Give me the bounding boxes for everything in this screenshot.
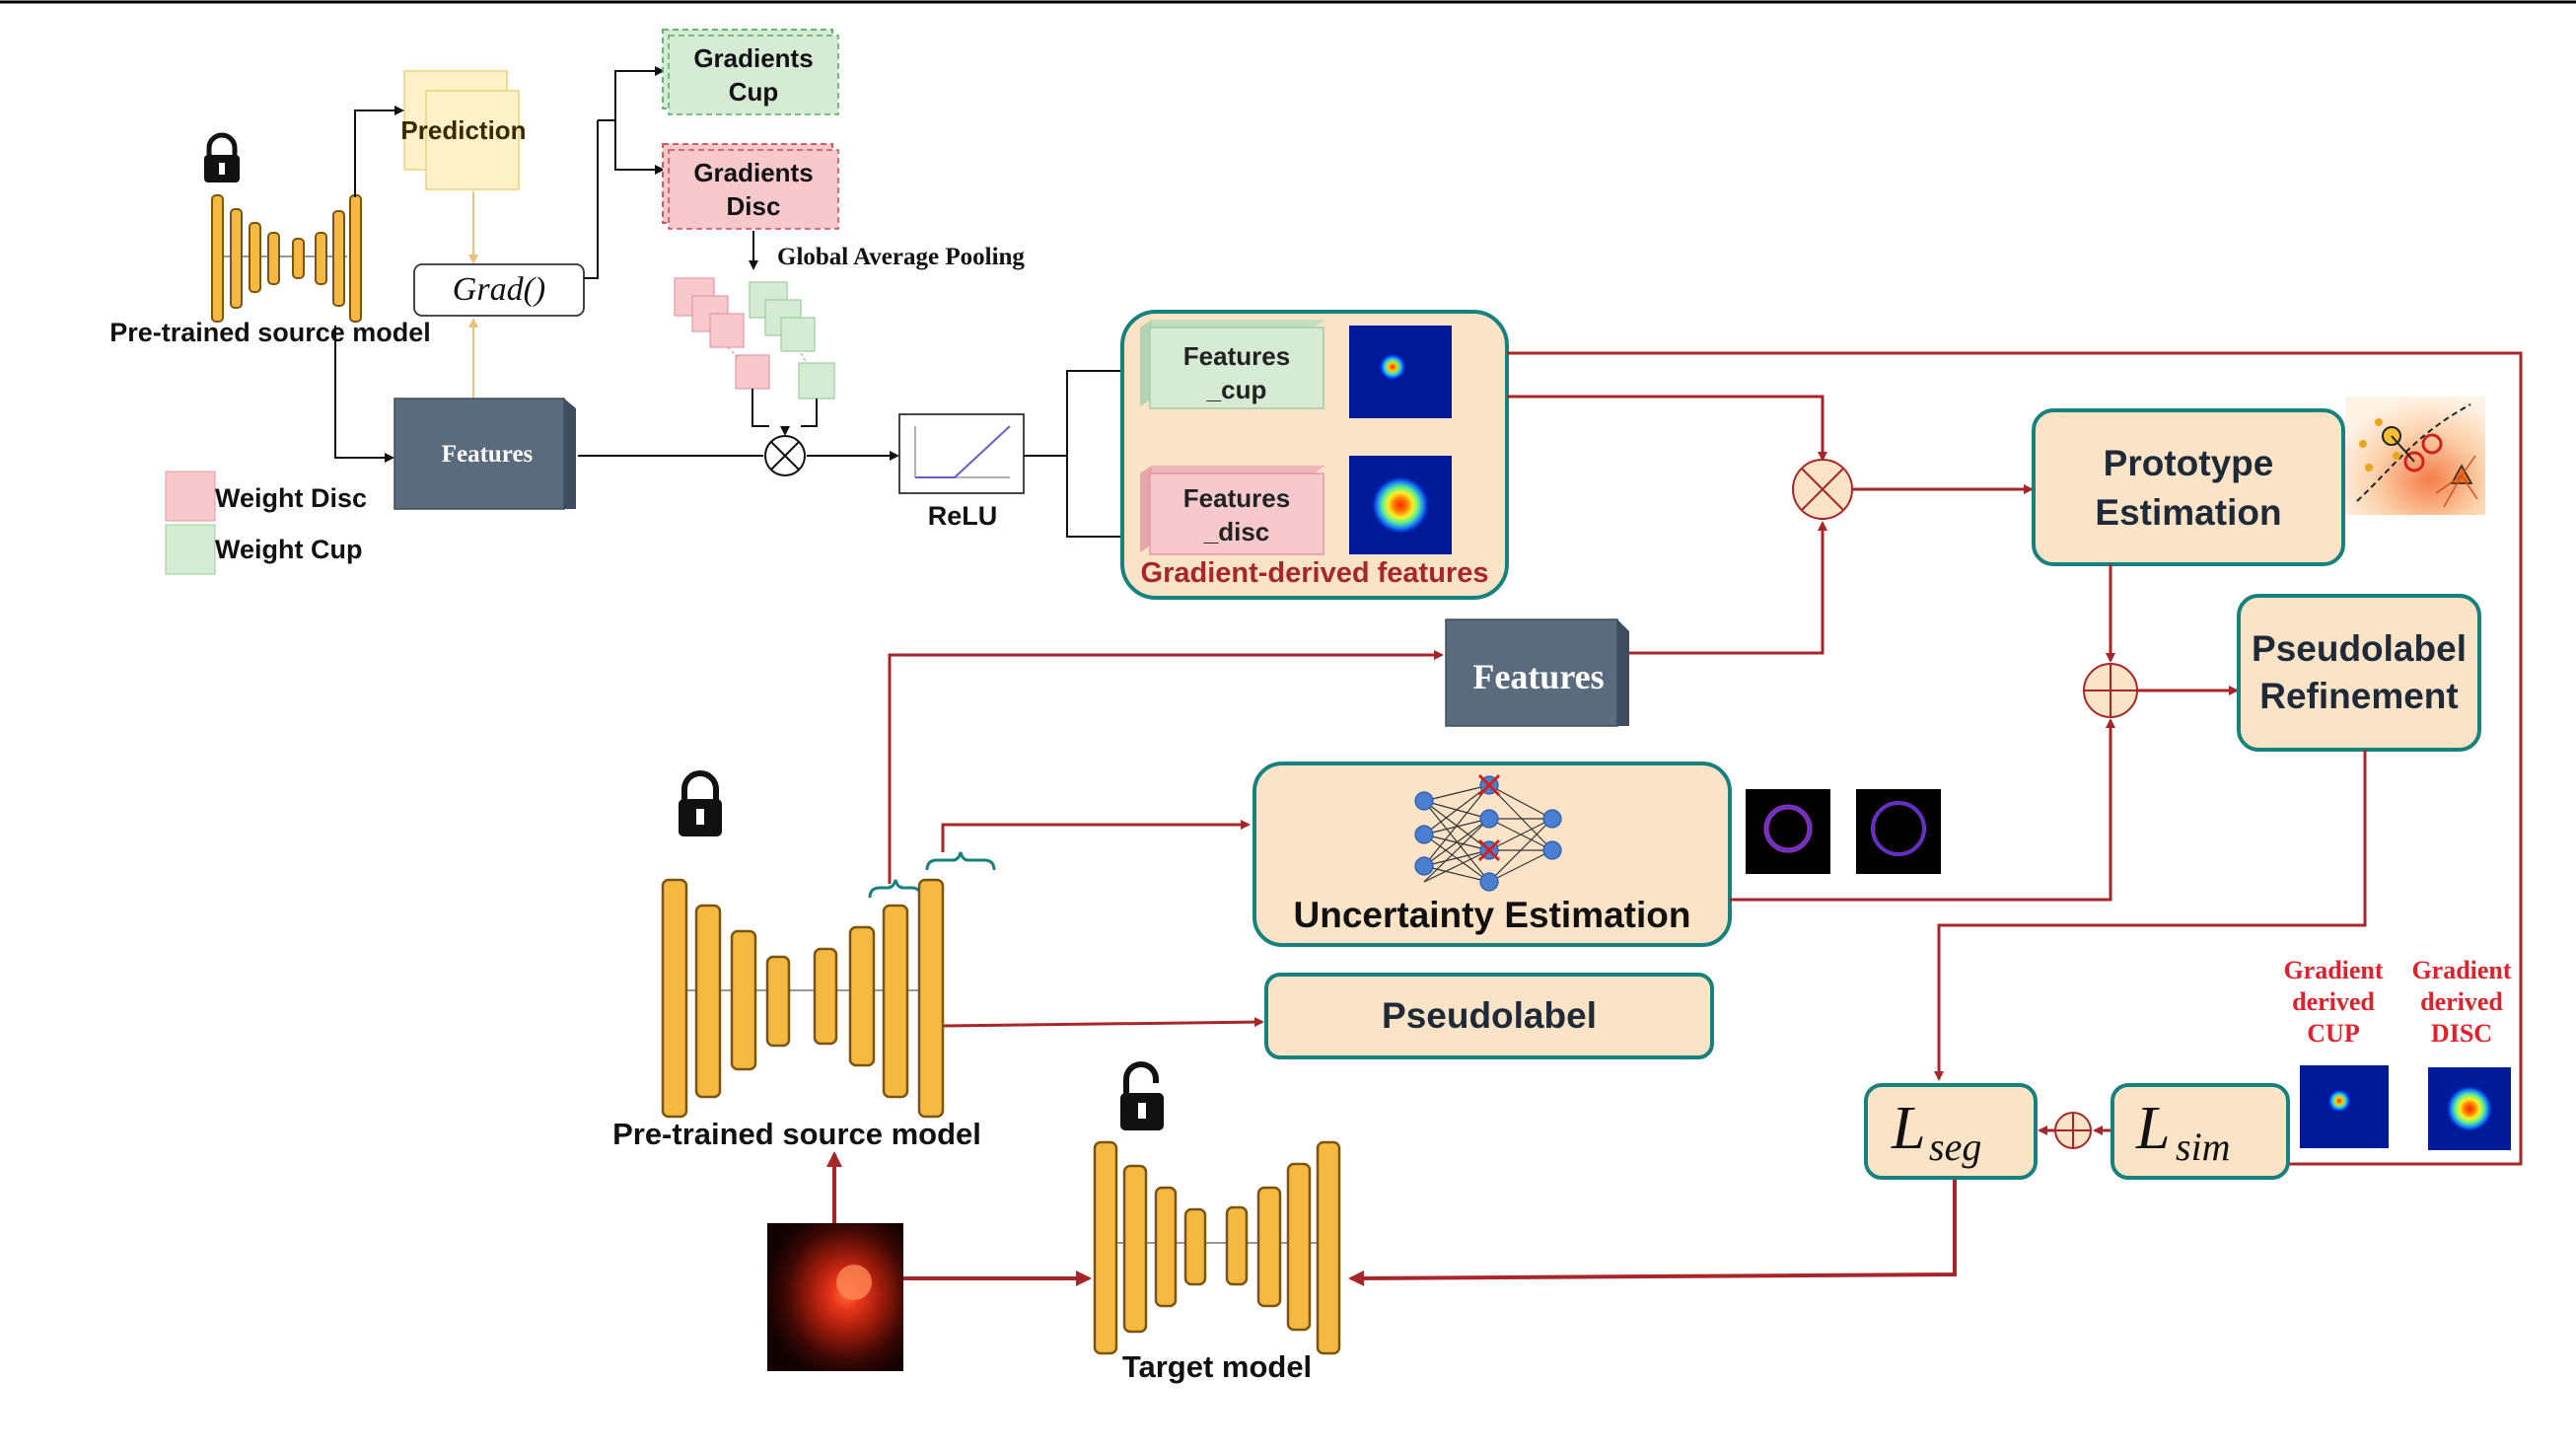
gd-disc-label-3: DISC [2431,1019,2492,1048]
features-cup-label-2: _cup [1206,375,1267,404]
gradients-cup-label-2: Cup [729,77,779,107]
arrow-to-uncertainty [941,820,1251,852]
pretrained-source-model-top-label: Pre-trained source model [109,318,431,347]
arrow-relu-to-features-cup [1024,366,1142,457]
legend-weight-cup-label: Weight Cup [215,535,362,564]
gd-cup-label-1: Gradient [2283,956,2383,984]
arrow-gdf-to-multiply [1507,395,1827,462]
pseudolabel-box [1264,973,1714,1059]
gd-disc-label-2: derived [2420,987,2503,1016]
prototype-cluster-icon [2345,397,2485,515]
grad-box [413,263,585,317]
gd-disc-heatmap-image [2428,1067,2511,1150]
l-seg-box [1864,1083,2038,1180]
cup-heatmap-image [1349,326,1452,418]
features-disc-label-1: Features [1183,483,1290,513]
arrow-unet-to-features-big [888,650,1444,884]
gradients-cup-block [662,29,839,115]
arrow-features-to-multiply [1629,521,1827,655]
features-cup-label-1: Features [1183,341,1290,371]
arrow-to-gradients-cup [598,66,665,121]
prototype-estimation-label-2: Estimation [2095,492,2281,533]
uncertainty-map-1 [1746,789,1830,874]
arrow-grad-branch [584,120,599,279]
fundus-image [767,1223,903,1371]
prototype-estimation-label-1: Prototype [2104,443,2274,483]
bracket-decoder-2 [925,851,996,871]
lock-icon [679,770,722,836]
l-sim-sub: sim [2176,1125,2231,1169]
pseudolabel-refinement-box [2237,594,2481,752]
arrow-to-prediction [354,106,404,197]
gd-cup-heatmap-image [2300,1065,2389,1148]
gap-label: Global Average Pooling [777,244,1025,270]
line-cup-weights-to-multiply [801,399,818,427]
relu-label: ReLU [928,501,998,531]
gd-disc-label-1: Gradient [2411,956,2511,984]
pseudolabel-refinement-label-1: Pseudolabel [2252,628,2467,669]
l-sim-box [2111,1083,2290,1180]
grad-label: Grad() [453,271,545,308]
pseudolabel-label: Pseudolabel [1382,995,1597,1036]
source-unet-top [211,194,362,323]
pseudolabel-refinement-label-2: Refinement [2259,676,2458,716]
weight-squares-disc [674,277,770,390]
uncertainty-map-2 [1856,789,1941,874]
bracket-decoder-1 [868,879,923,899]
arrow-to-gradients-disc [614,120,665,175]
pretrained-source-model-bottom-label: Pre-trained source model [612,1117,981,1151]
neural-network-icon [1414,773,1562,892]
gradients-disc-label-1: Gradients [693,158,813,187]
weight-squares-cup [749,281,835,400]
legend-weight-cup-swatch [165,524,216,575]
gradient-derived-features-label: Gradient-derived features [1141,557,1489,589]
line-disc-weights-to-multiply [751,389,769,427]
disc-heatmap-image [1349,456,1452,554]
arrow-uncertainty-to-plus [1730,718,2115,902]
relu-graph-icon [898,413,1025,494]
l-sim-main: L [2135,1095,2170,1162]
plus-circle-icon [2083,663,2138,718]
gd-cup-label-3: CUP [2307,1019,2360,1048]
l-seg-main: L [1891,1095,1925,1162]
lock-icon [204,132,240,182]
features-block-small [394,398,576,510]
arrow-unet-to-features [334,326,394,463]
gradients-disc-label-2: Disc [727,191,781,221]
features-disc-label-2: _disc [1203,517,1270,546]
gradients-disc-block [662,143,839,230]
arrow-lseg-to-target [1348,1178,1957,1286]
target-unet [1093,1140,1341,1355]
line-gdf-to-lsim [1507,351,2523,1166]
features-block-big [1445,618,1629,727]
multiply-circle-icon [764,435,806,476]
features-big-label: Features [1472,657,1604,696]
features-disc-block [1140,466,1325,555]
features-small-label: Features [442,441,534,468]
gradients-cup-label-1: Gradients [693,43,813,73]
legend-weight-disc-swatch [165,471,216,522]
prediction-block [403,70,520,190]
arrow-refinement-to-lseg [1934,750,2367,1081]
plus-circle-icon [2054,1112,2092,1149]
arrow-unet-to-pseudolabel [942,1017,1264,1028]
prediction-label: Prediction [400,115,526,145]
source-unet-bottom [661,878,945,1119]
multiply-circle-icon [1792,459,1853,520]
gd-cup-label-2: derived [2292,987,2375,1016]
arrow-relu-to-features-disc [1066,456,1142,542]
prototype-estimation-box [2032,408,2345,566]
target-model-label: Target model [1122,1349,1312,1384]
legend-weight-disc-label: Weight Disc [215,483,367,513]
uncertainty-estimation-label: Uncertainty Estimation [1294,895,1691,935]
unlock-icon [1120,1061,1164,1130]
features-cup-block [1140,320,1325,409]
l-seg-sub: seg [1929,1125,1981,1169]
